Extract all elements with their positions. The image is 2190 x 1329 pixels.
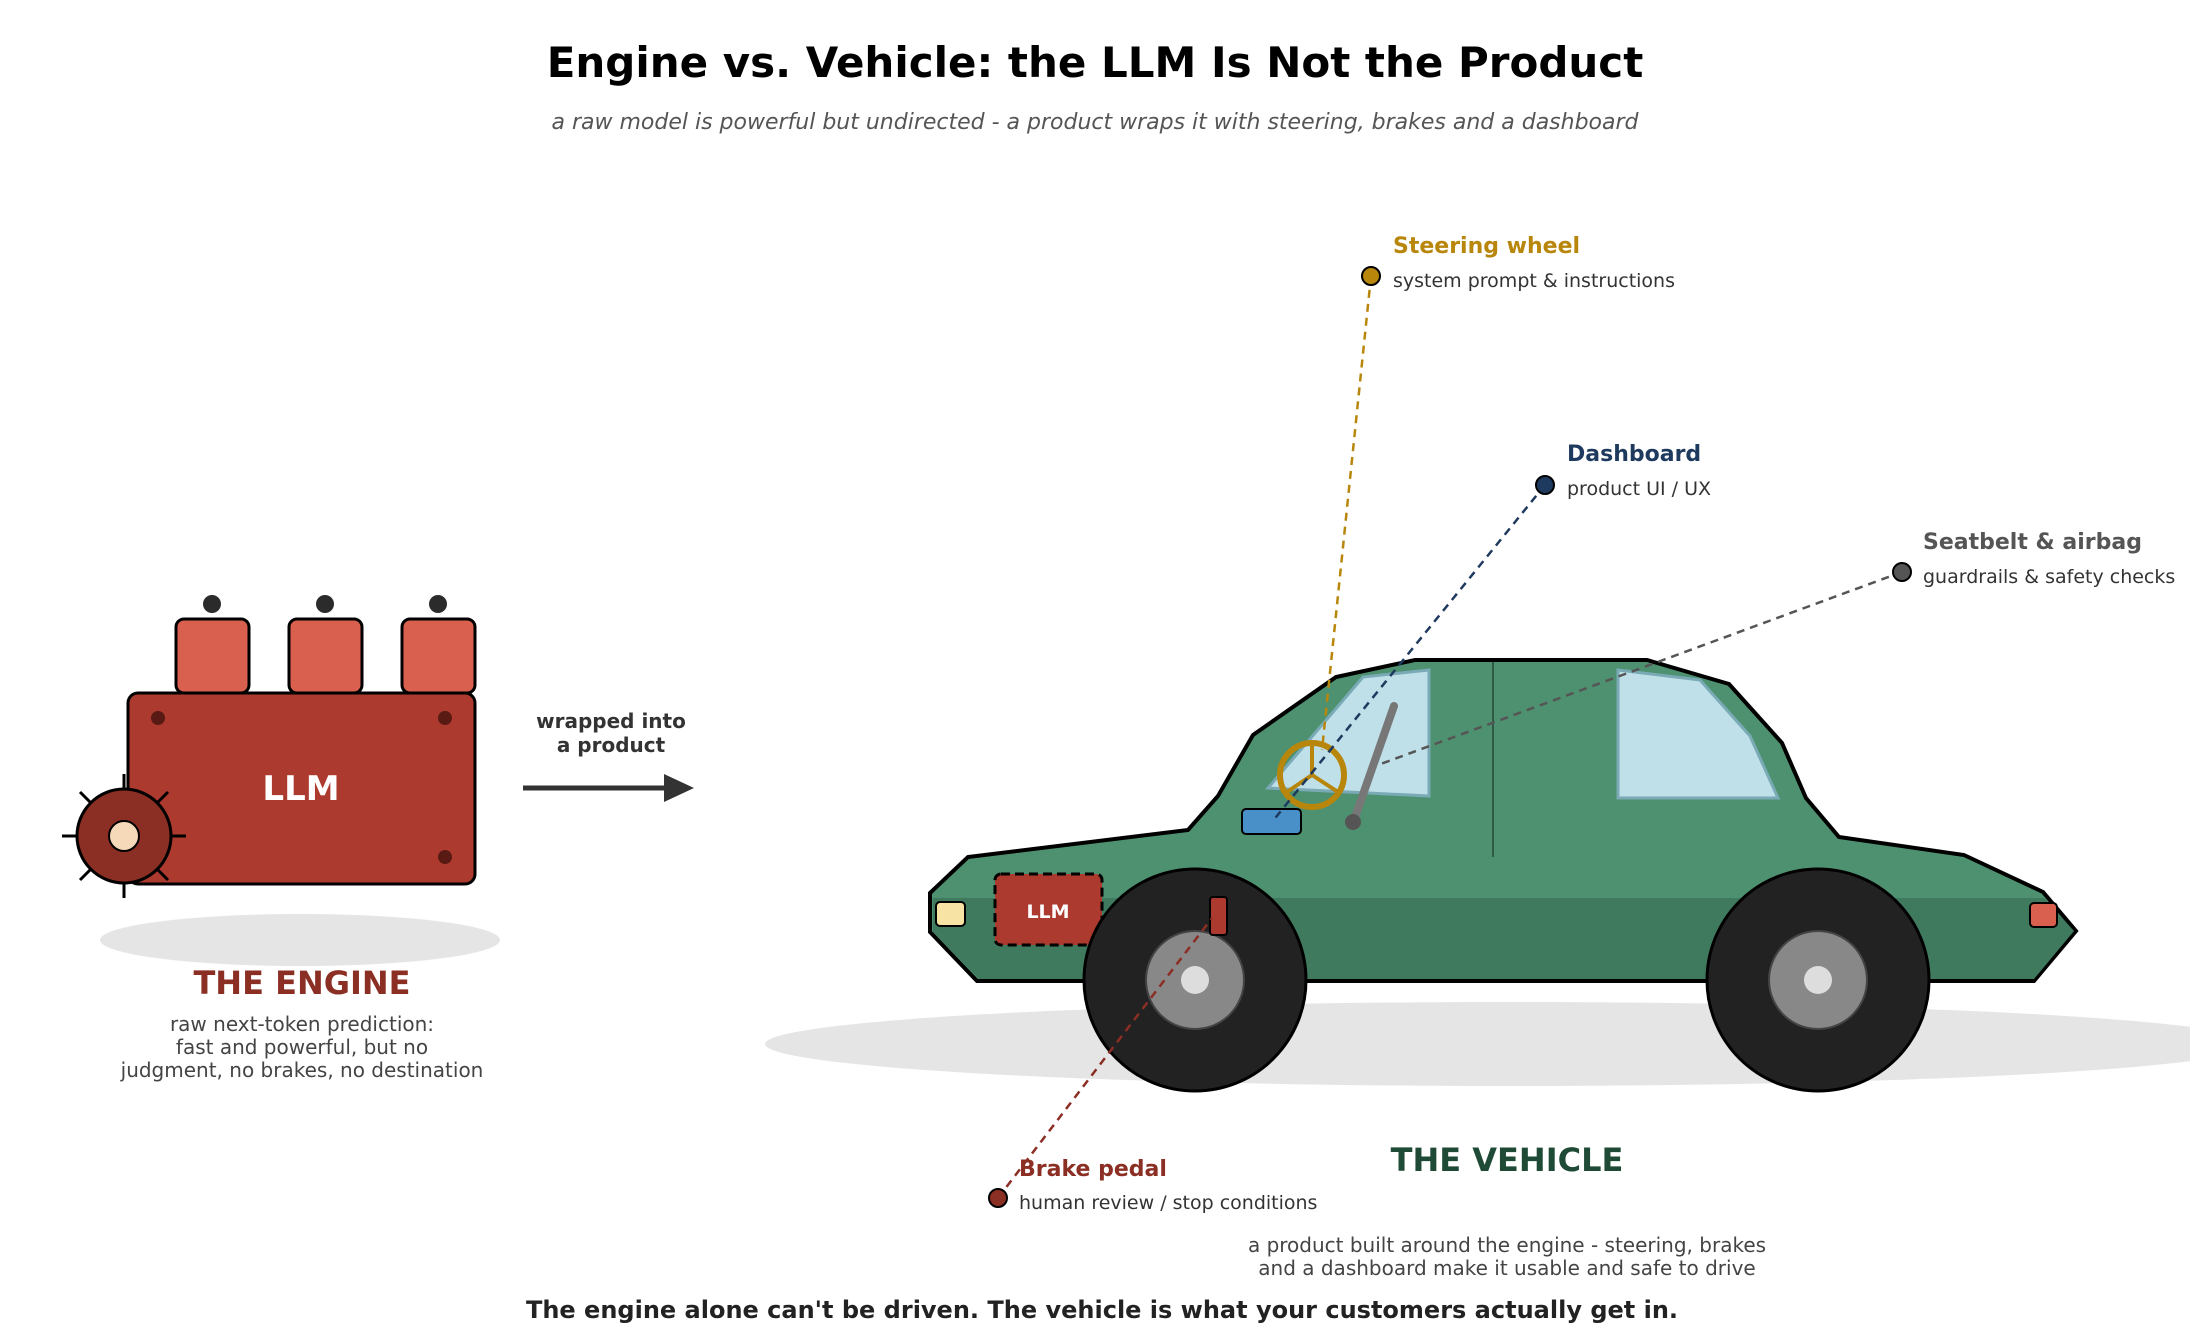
engine-description-line-3: judgment, no brakes, no destination	[120, 1058, 484, 1082]
steering-wheel-icon	[1277, 740, 1347, 810]
engine-block-label: LLM	[262, 769, 339, 809]
callout-dots	[988, 266, 1912, 1208]
engine-pulley	[62, 774, 186, 898]
brake-pedal	[1209, 896, 1228, 936]
page-subtitle: a raw model is powerful but undirected -…	[551, 110, 1639, 135]
brake-callout-title: Brake pedal	[1019, 1157, 1167, 1182]
arrow-label-line-1: wrapped into	[536, 709, 686, 733]
headlight	[935, 901, 966, 927]
front-wheel	[1082, 867, 1308, 1093]
arrow-label-line-2: a product	[556, 733, 666, 757]
steering-callout-detail: system prompt & instructions	[1393, 270, 1675, 292]
seatbelt-buckle	[1345, 814, 1361, 830]
dashboard-screen	[1241, 808, 1302, 835]
engine-description-line-1: raw next-token prediction:	[169, 1012, 435, 1036]
brake-callout-detail: human review / stop conditions	[1019, 1192, 1318, 1214]
vehicle-shadow	[765, 1002, 2190, 1086]
vehicle-engine-badge-label: LLM	[1026, 901, 1069, 923]
engine-shadow	[100, 914, 500, 966]
seatbelt	[1349, 702, 1398, 827]
footer-takeaway: The engine alone can't be driven. The ve…	[525, 1296, 1679, 1324]
dashboard-callout-title: Dashboard	[1567, 442, 1702, 467]
rear-window	[1616, 668, 1781, 800]
dashboard-callout-detail: product UI / UX	[1567, 478, 1712, 500]
vehicle-description-line-1: a product built around the engine - stee…	[1247, 1233, 1767, 1257]
page-title: Engine vs. Vehicle: the LLM Is Not the P…	[546, 38, 1644, 87]
engine-description-line-2: fast and powerful, but no	[175, 1035, 429, 1059]
vehicle-heading: THE VEHICLE	[1390, 1141, 1624, 1179]
seatbelt-callout-title: Seatbelt & airbag	[1923, 530, 2142, 555]
dashboard-dot	[1535, 475, 1555, 495]
seatbelt-dot	[1892, 562, 1912, 582]
steering-dot	[1361, 266, 1381, 286]
engine-cylinders	[174, 595, 477, 695]
vehicle-illustration: LLM	[765, 658, 2190, 1093]
engine-heading: THE ENGINE	[193, 964, 411, 1002]
callout-lines	[997, 275, 1903, 1199]
steering-callout-title: Steering wheel	[1393, 234, 1581, 259]
steering-leader-line	[1320, 275, 1373, 751]
windshield	[1264, 668, 1431, 798]
wrap-arrow	[523, 774, 694, 802]
seatbelt-callout-detail: guardrails & safety checks	[1923, 566, 2176, 588]
engine-illustration: LLM	[62, 595, 500, 966]
brake-dot	[988, 1188, 1008, 1208]
dashboard-leader-line	[1271, 484, 1546, 823]
vehicle-engine-badge	[993, 872, 1104, 947]
seatbelt-leader-line	[1377, 570, 1903, 767]
brake-leader-line	[997, 917, 1213, 1199]
rear-wheel	[1705, 867, 1931, 1093]
vehicle-description-line-2: and a dashboard make it usable and safe …	[1258, 1256, 1756, 1280]
taillight	[2029, 902, 2058, 928]
